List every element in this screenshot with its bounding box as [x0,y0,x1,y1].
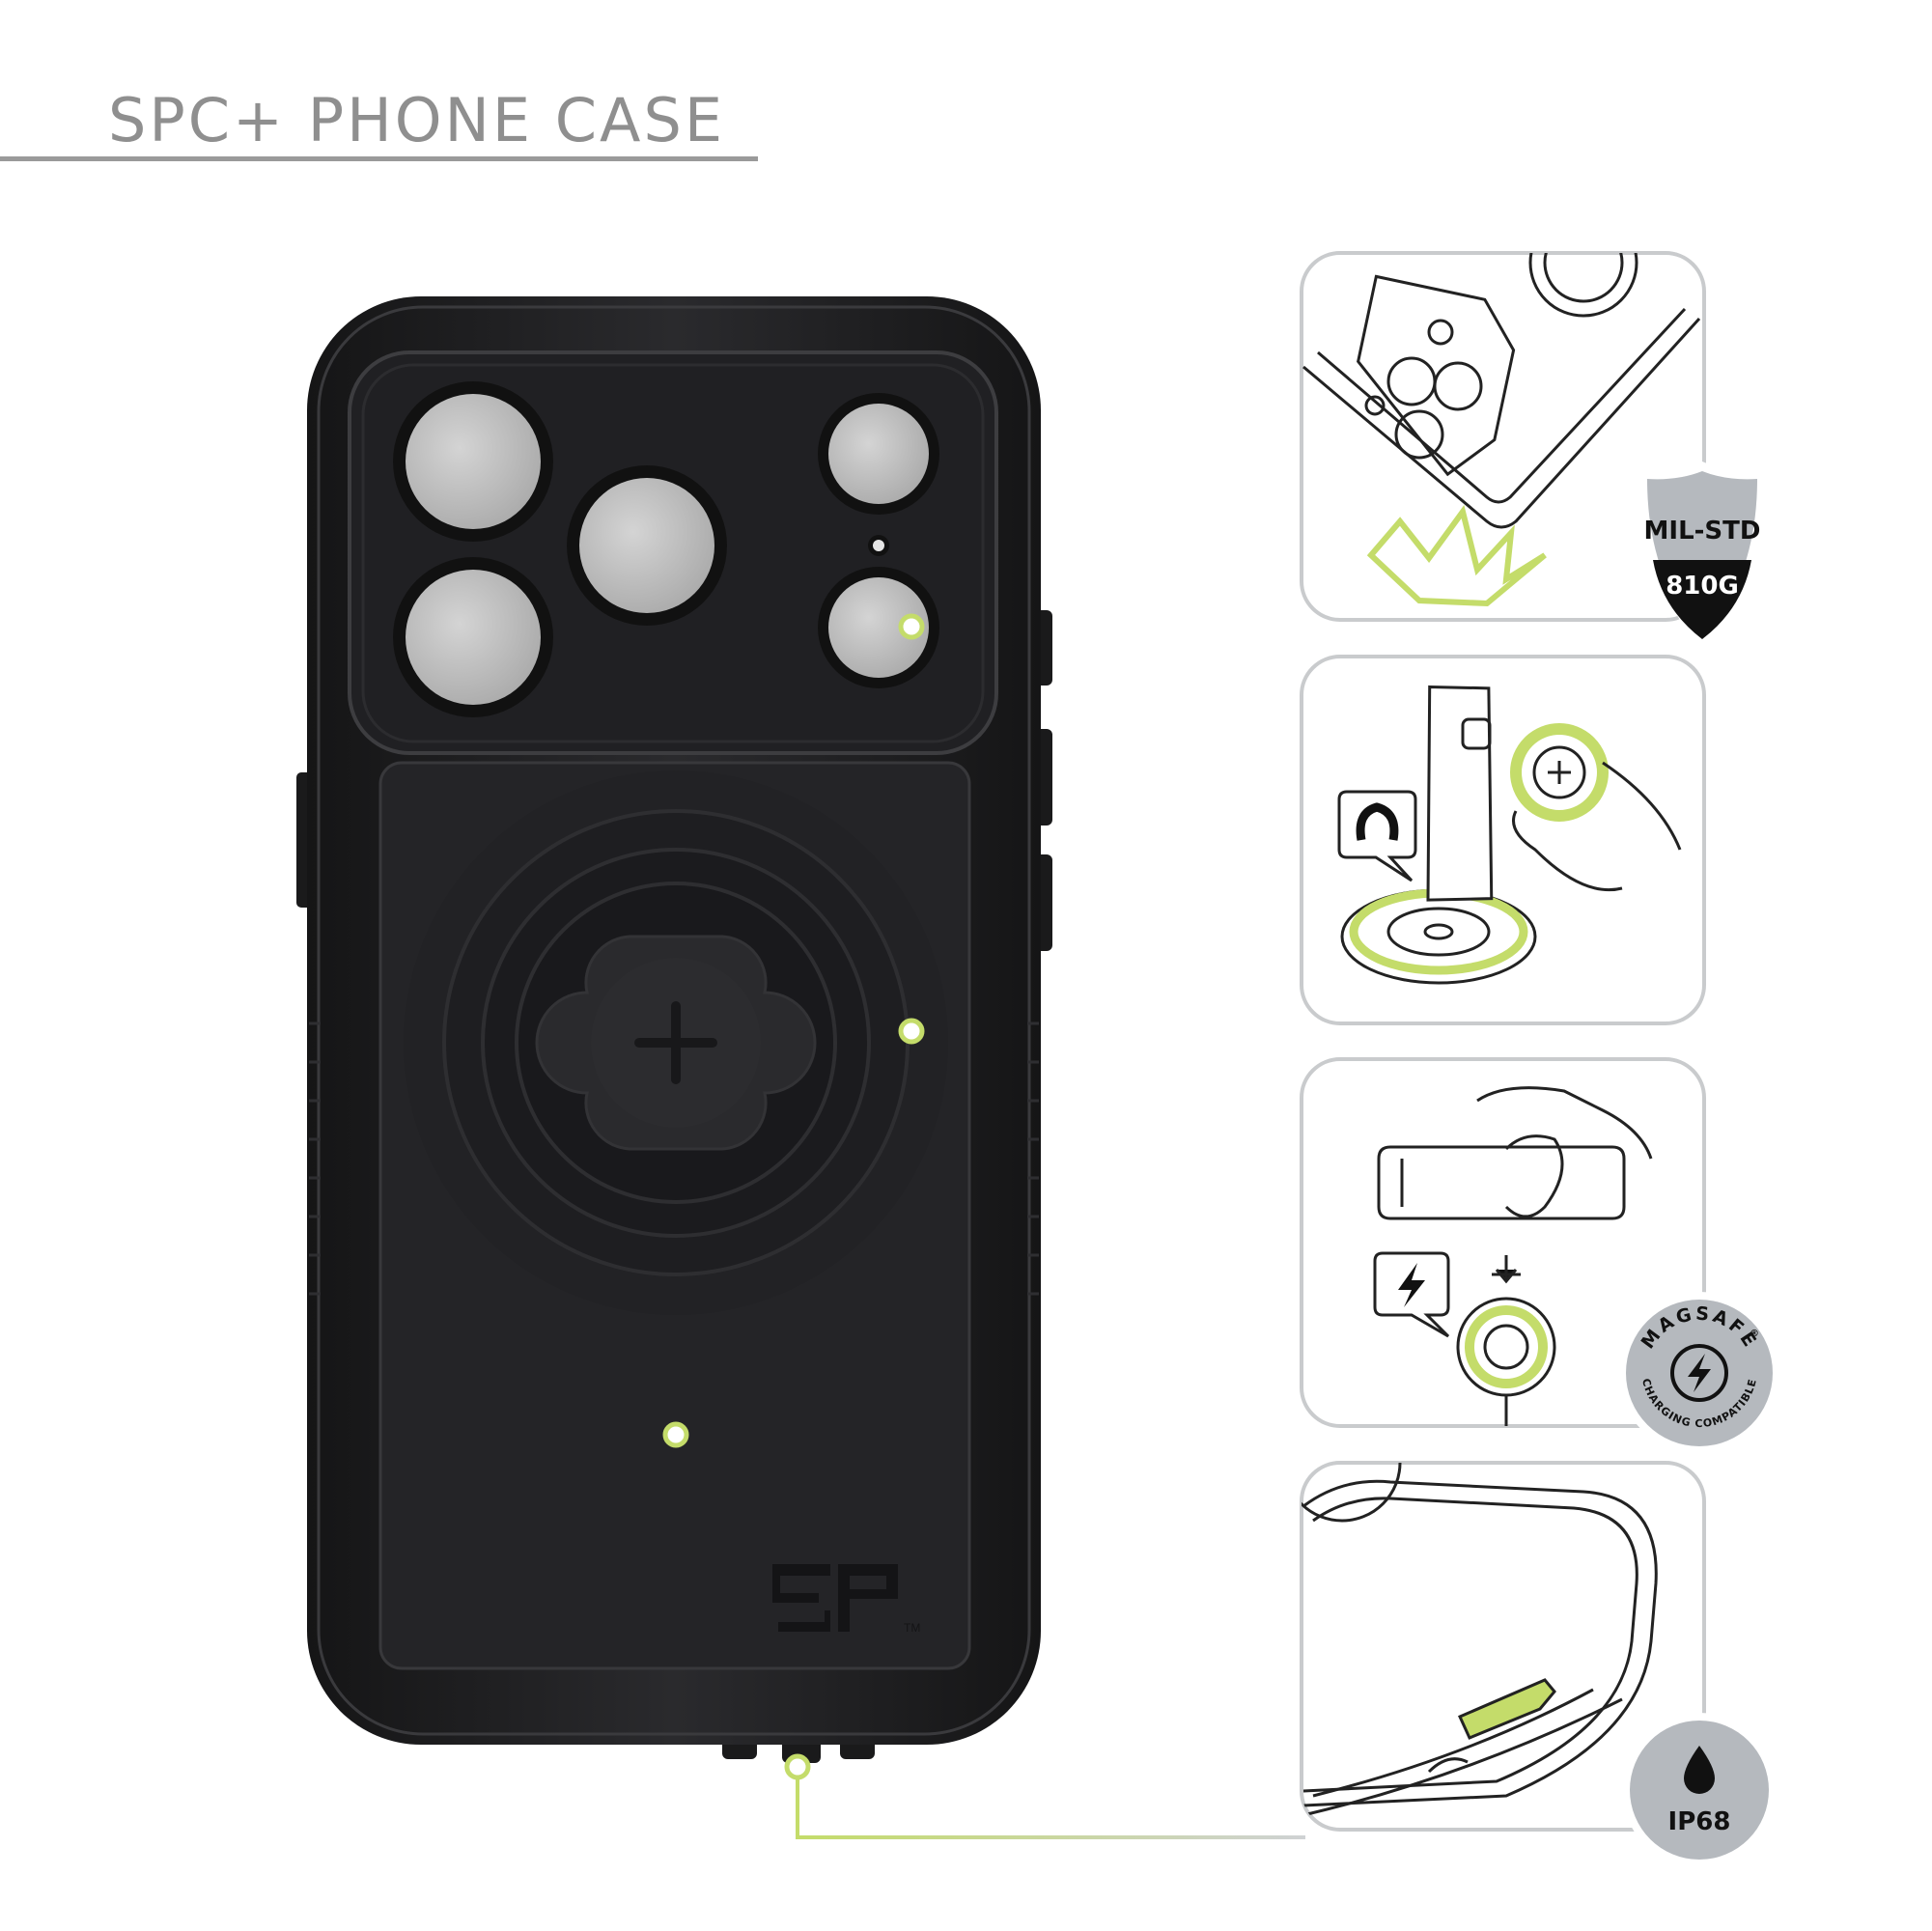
feature-panel-charging: MAGSAFE ® CHARGING COMPATIBLE [1300,1057,1780,1454]
feature-panel-waterproof: IP68 [1300,1461,1777,1867]
badge-ip68: IP68 [1668,1807,1731,1836]
magnet-icon [1337,790,1417,882]
mount-rings [404,770,948,1315]
feature-panel-drop: MIL-STD 810G [1300,251,1765,649]
svg-text:TM: TM [904,1621,920,1635]
callout-lines [662,613,1661,1839]
phone-case: TM [296,296,1052,1763]
lightning-icon [1373,1251,1450,1338]
title-underline [0,156,758,161]
sp-logo: TM [772,1564,920,1635]
page-title: SPC+ PHONE CASE [108,85,725,155]
shield-icon: MIL-STD 810G [1639,462,1765,649]
magsafe-badge: MAGSAFE ® CHARGING COMPATIBLE [1618,1292,1780,1454]
camera-lenses [393,381,939,717]
water-drop-icon: IP68 [1622,1713,1777,1867]
badge-mil-std: MIL-STD [1644,517,1761,546]
svg-text:®: ® [1750,1329,1759,1339]
feature-panel-magnet [1300,655,1706,1025]
badge-810g: 810G [1666,572,1739,601]
